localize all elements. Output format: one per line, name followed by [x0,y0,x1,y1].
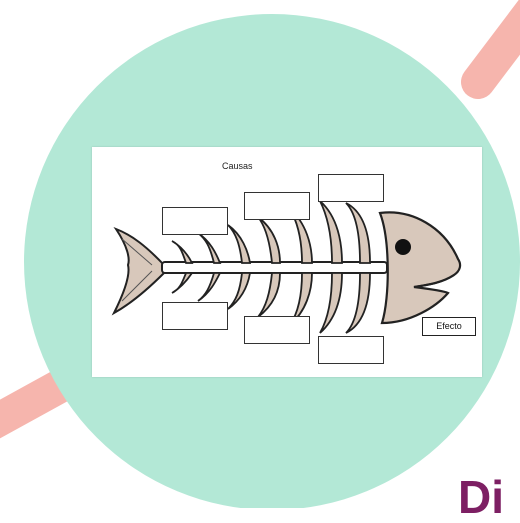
cause-box-bottom-1 [162,302,228,330]
effect-box: Efecto [422,317,476,336]
cause-box-top-2 [244,192,310,220]
causes-heading: Causas [222,161,253,171]
fish-eye [395,239,411,255]
cause-box-top-3 [318,174,384,202]
cause-box-top-1 [162,207,228,235]
cause-box-bottom-2 [244,316,310,344]
pink-stripe-top [478,0,520,82]
fishbone-diagram-card: Causas Efecto [92,147,482,377]
fish-head [380,212,460,323]
corner-partial-title: Di [458,474,504,520]
fish-tail [114,229,164,313]
cause-box-bottom-3 [318,336,384,364]
